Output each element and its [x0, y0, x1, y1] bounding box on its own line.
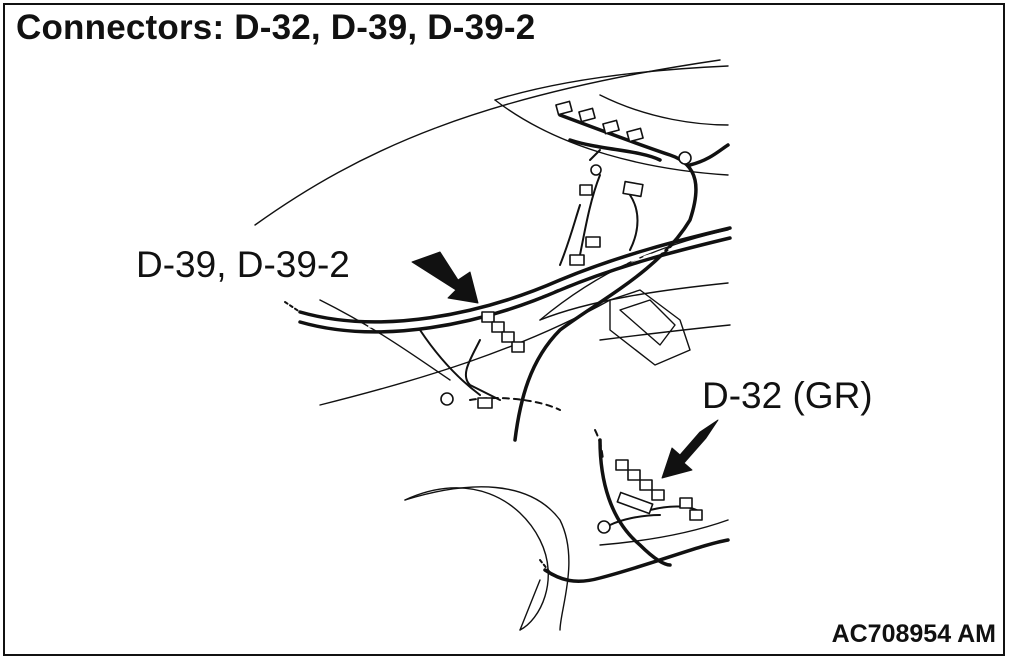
wire-branches — [284, 149, 701, 576]
connectors-d32 — [597, 459, 703, 534]
arrow-d32 — [661, 419, 719, 479]
arrow-d39 — [411, 251, 479, 304]
connectors-d39 — [440, 311, 525, 409]
page-title: Connectors: D-32, D-39, D-39-2 — [16, 8, 536, 47]
callout-label-d39: D-39, D-39-2 — [136, 244, 350, 285]
figure-code: AC708954 AM — [831, 620, 996, 648]
connectors-upper — [555, 100, 692, 266]
body-outline — [254, 59, 731, 631]
callout-label-d32: D-32 (GR) — [702, 375, 873, 416]
wire-harness — [298, 113, 732, 583]
